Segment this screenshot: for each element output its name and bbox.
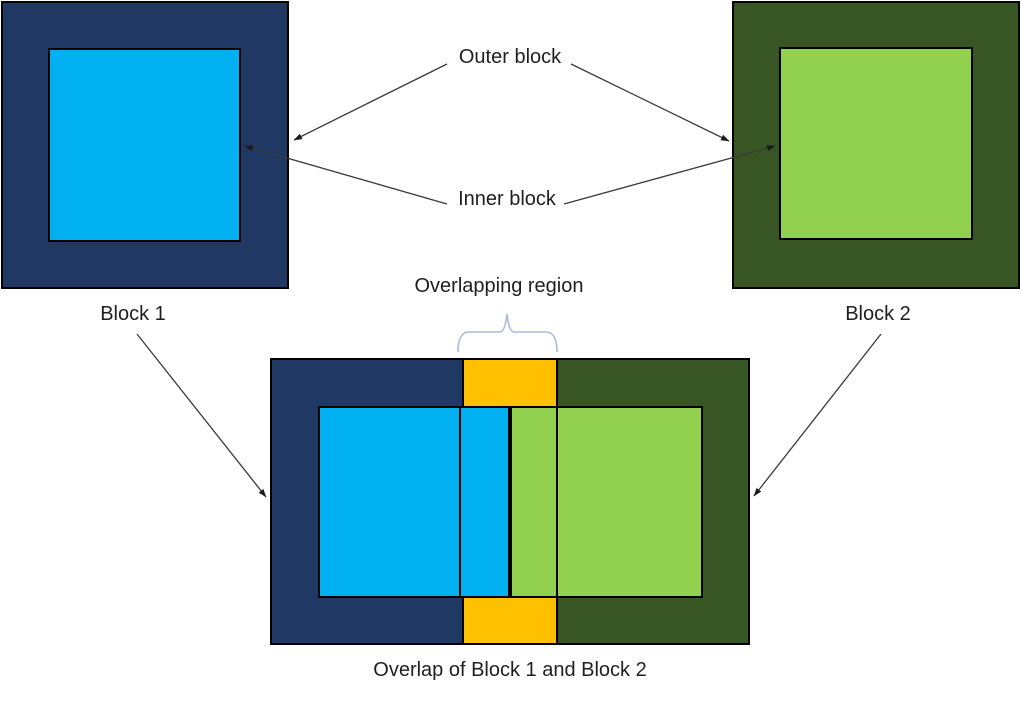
connector-outer-label-to-block2 — [570, 63, 730, 142]
overlap-left-edge-line — [459, 406, 461, 598]
block2-label: Block 2 — [845, 303, 911, 325]
inner-block-label: Inner block — [458, 188, 556, 210]
block1-label: Block 1 — [100, 303, 166, 325]
connector-outer-label-to-block1 — [293, 63, 448, 141]
overlapping-region-label: Overlapping region — [414, 275, 584, 297]
block2-inner-rect — [779, 47, 973, 240]
connector-block2-label-to-overlap — [753, 333, 882, 497]
block1-inner-rect — [48, 48, 241, 242]
connector-block1-label-to-overlap — [136, 333, 267, 498]
outer-block-label: Outer block — [458, 46, 562, 68]
overlap-caption: Overlap of Block 1 and Block 2 — [373, 659, 647, 681]
overlap-brace — [457, 313, 558, 353]
overlap-right-edge-line — [556, 406, 558, 598]
overlap-block1-inner-rect — [318, 406, 510, 598]
overlap-block2-inner-rect — [510, 406, 703, 598]
